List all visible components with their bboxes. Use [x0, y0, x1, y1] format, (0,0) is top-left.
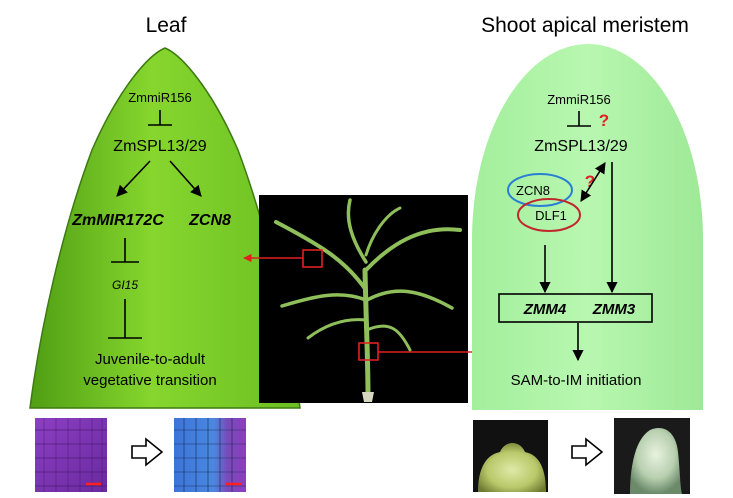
- sam-gene-zmm4: ZMM4: [523, 301, 567, 318]
- leaf-gene-zcn8: ZCN8: [188, 212, 231, 229]
- sam-title: Shoot apical meristem: [481, 14, 689, 37]
- leaf-gene-mir172c: ZmMIR172C: [71, 212, 164, 229]
- sam-gene-zmm3: ZMM3: [592, 301, 636, 318]
- leaf-title: Leaf: [146, 14, 187, 37]
- sam-repression-bar-1: [567, 111, 591, 127]
- zmm-gene-box: ZMM4 ZMM3: [498, 293, 653, 323]
- zcn8-oval: ZCN8: [507, 173, 573, 207]
- dlf1-oval: DLF1: [517, 198, 581, 232]
- leaf-gene-gi15: GI15: [112, 278, 138, 292]
- leaf-repression-bar-1: [148, 110, 172, 126]
- sam-target-label: ZmSPL13/29: [534, 138, 627, 155]
- leaf-regulator-label: ZmmiR156: [128, 90, 192, 105]
- dlf1-label: DLF1: [535, 208, 567, 223]
- sam-dome-shape: [472, 44, 703, 410]
- zcn8-label: ZCN8: [516, 183, 550, 198]
- maize-seedling-photo: [259, 195, 468, 403]
- leaf-arrow-to-zcn8: [169, 160, 202, 197]
- leaf-juvenile-micrograph: [35, 418, 107, 492]
- leaf-outcome-line2: vegetative transition: [83, 372, 216, 389]
- sam-outcome-label: SAM-to-IM initiation: [511, 372, 642, 389]
- sam-meristem-photo: [473, 420, 548, 492]
- sam-bidirectional-arrow: [580, 162, 606, 202]
- leaf-repression-bar-2: [111, 238, 139, 263]
- hollow-arrow-icon: [131, 437, 164, 467]
- leaf-adult-micrograph: [174, 418, 246, 492]
- leaf-target-label: ZmSPL13/29: [113, 138, 206, 155]
- sam-regulator-label: ZmmiR156: [547, 92, 611, 107]
- inflorescence-meristem-photo: [614, 418, 690, 494]
- hollow-arrow-icon-2: [571, 437, 604, 467]
- leaf-repression-bar-3: [108, 299, 142, 339]
- leaf-outcome-line1: Juvenile-to-adult: [95, 351, 206, 368]
- leaf-arrow-to-mir172c: [116, 160, 151, 197]
- sam-question-mark-1: ?: [599, 111, 609, 130]
